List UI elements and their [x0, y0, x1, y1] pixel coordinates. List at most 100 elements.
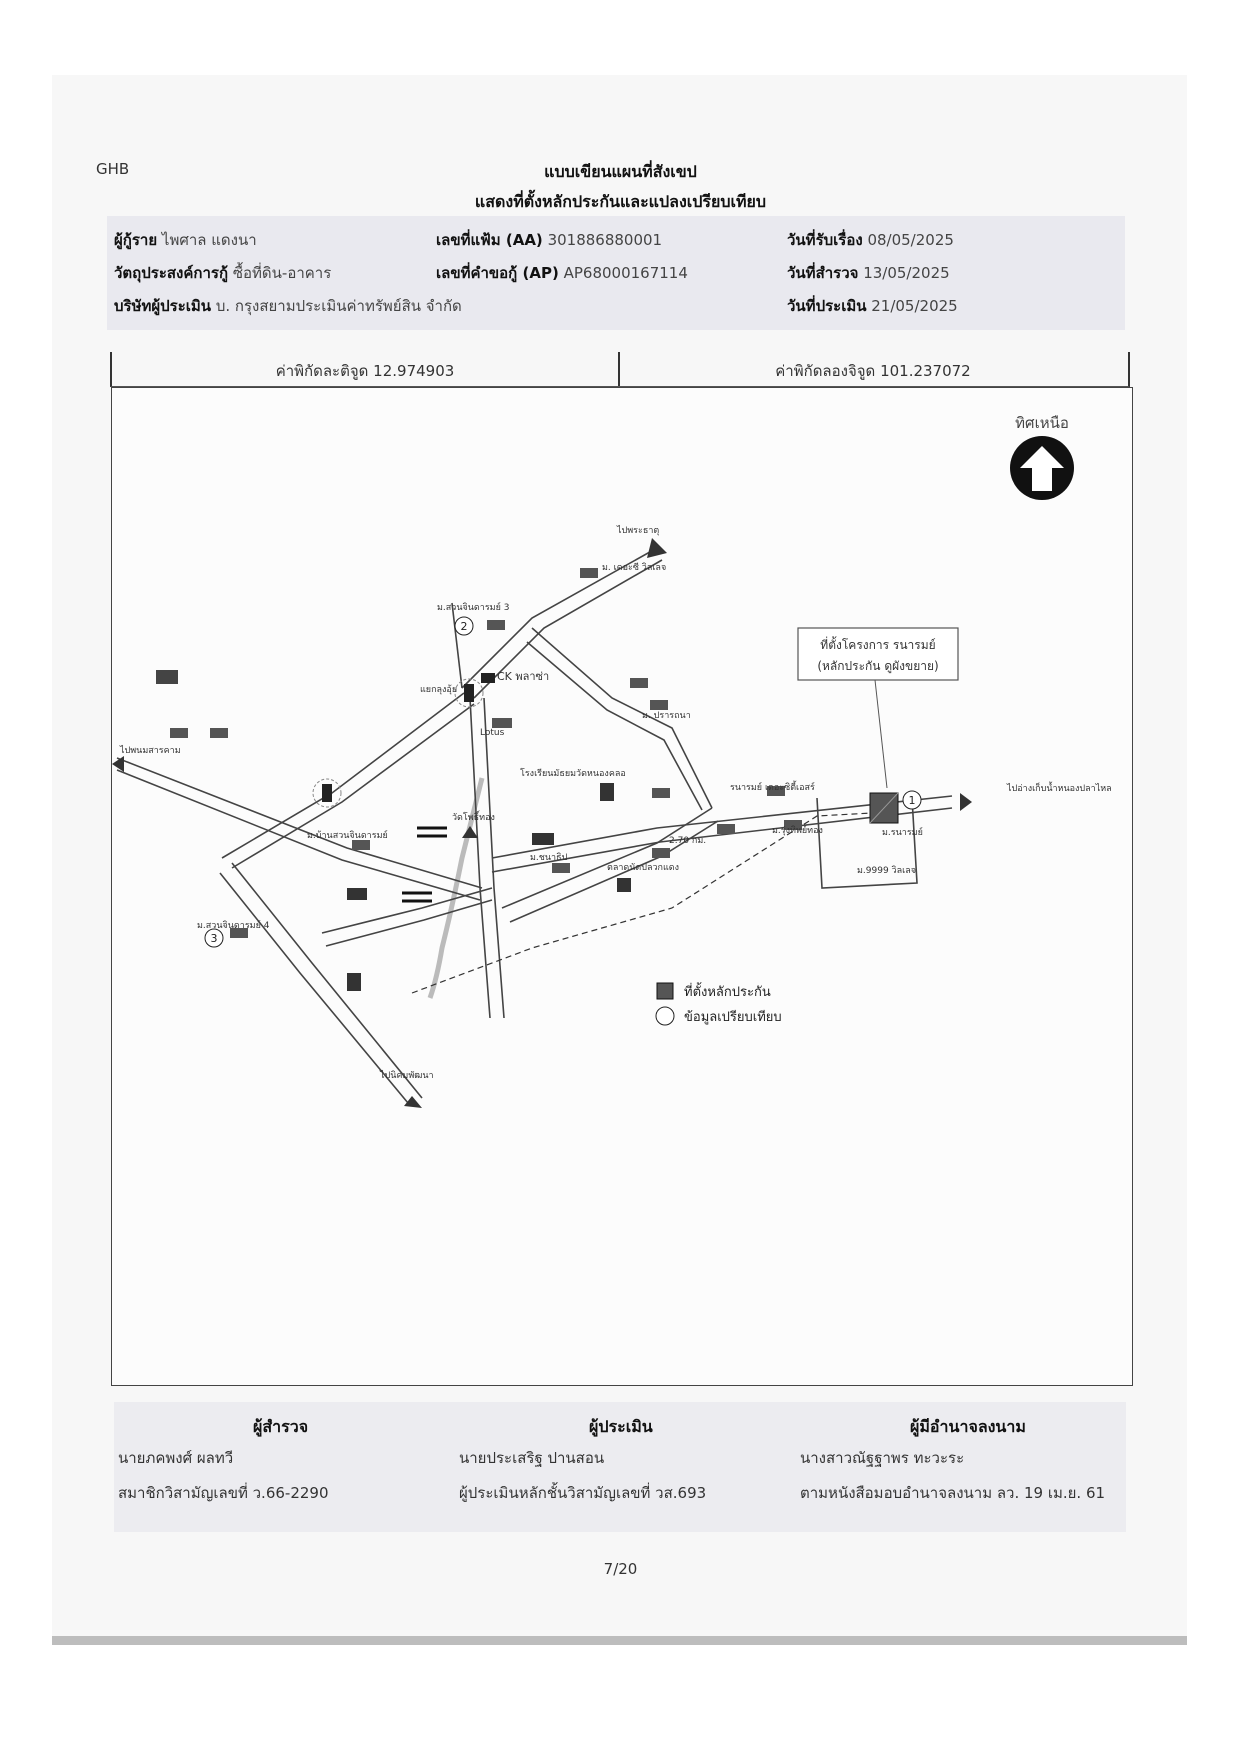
- market-label: ตลาดนัดปลวกแดง: [607, 863, 679, 873]
- borrower-value: ไพศาล แดงนา: [161, 231, 257, 249]
- appraisal-row: วันที่ประเมิน 21/05/2025: [787, 294, 958, 318]
- temple-icon: [462, 826, 478, 838]
- junction-ck: [454, 678, 484, 708]
- signer-detail: ตามหนังสือมอบอำนาจลงนาม ลว. 19 เม.ย. 61: [800, 1484, 1106, 1502]
- map-drawing: ทิศเหนือ: [112, 414, 1112, 1108]
- location-map: ทิศเหนือ: [111, 387, 1133, 1386]
- surveyor-name: นายภคพงศ์ ผลทวี: [118, 1449, 234, 1467]
- coordinate-table: ค่าพิกัดละติจูด 12.974903 ค่าพิกัดลองจิจ…: [110, 352, 1130, 387]
- collateral-caption: ม.รนารมย์: [882, 826, 923, 838]
- appraisal-label: วันที่ประเมิน: [787, 297, 867, 315]
- school-icon: [600, 783, 614, 801]
- callout-line-1: ที่ตั้งโครงการ รนารมย์: [820, 636, 935, 652]
- page-title: แบบเขียนแผนที่สังเขป: [544, 162, 697, 181]
- appraiser-detail: ผู้ประเมินหลักชั้นวิสามัญเลขที่ วส.693: [459, 1484, 707, 1502]
- legend-collateral-label: ที่ตั้งหลักประกัน: [684, 982, 771, 1000]
- comparable-marker-1: [902, 790, 922, 810]
- comparable-marker-3: [204, 928, 224, 948]
- rung-label: ม.รุ่งทิพย์ทอง: [772, 824, 823, 836]
- road-left-diagonal: [116, 757, 483, 889]
- received-label: วันที่รับเรื่อง: [787, 231, 863, 249]
- signer-name: นางสาวณัฐฐาพร ทะวะระ: [800, 1449, 965, 1467]
- m9999-label: ม.9999 วิลเลจ: [857, 865, 916, 876]
- road-vertical-ck: [469, 697, 491, 1019]
- road-upper-east: [531, 627, 713, 809]
- longitude-label: ค่าพิกัดลองจิจูด: [775, 362, 876, 380]
- longitude-cell: ค่าพิกัดลองจิจูด 101.237072: [620, 359, 1126, 383]
- arrow-to-west-icon: [112, 756, 124, 772]
- page-subtitle: แสดงที่ตั้งหลักประกันและแปลงเปรียบเทียบ: [474, 192, 767, 211]
- temple-label: วัดโพธิ์ทอง: [452, 810, 495, 823]
- request-no-label: เลขที่คำขอกู้ (AP): [436, 264, 559, 282]
- lotus-label: Lotus: [480, 728, 505, 738]
- ghb-logo-text: GHB: [96, 160, 130, 178]
- sheet-edge: [52, 1636, 1187, 1645]
- appraisal-value: 21/05/2025: [871, 297, 958, 315]
- appraiser-name: นายประเสริฐ ปานสอน: [459, 1449, 605, 1467]
- left-road-label: ไปพนมสารคาม: [119, 745, 181, 756]
- comparable-marker-1-label: 1: [909, 794, 916, 807]
- callout-line-2: (หลักประกัน ดูผังขยาย): [817, 659, 938, 674]
- request-no-value: AP68000167114: [563, 264, 688, 282]
- signature-band: [114, 1402, 1126, 1532]
- purpose-label: วัตถุประสงค์การกู้: [114, 264, 229, 282]
- house-village-label: ม. เดอะซี วิลเลจ: [602, 562, 666, 573]
- bank-icon: [347, 888, 367, 900]
- junction-label: แยกลุงอุ้ย: [420, 684, 457, 695]
- comparable-marker-3-label: 3: [211, 932, 218, 945]
- hospital-icon: [617, 878, 631, 892]
- received-value: 08/05/2025: [867, 231, 954, 249]
- ban-suan-chin-label: ม.บ้านสวนจินดารมย์: [307, 829, 388, 841]
- road-main-east: [491, 795, 953, 859]
- latitude-value: 12.974903: [373, 362, 455, 380]
- page-number: 7/20: [603, 1560, 638, 1578]
- arrow-to-north-icon: [647, 538, 667, 558]
- project-callout: [797, 627, 959, 681]
- market-icon: [532, 833, 554, 845]
- file-no-row: เลขที่แฟ้ม (AA) 301886880001: [436, 228, 662, 252]
- latitude-cell: ค่าพิกัดละติจูด 12.974903: [112, 359, 618, 383]
- survey-label: วันที่สำรวจ: [787, 264, 859, 282]
- purpose-value: ซื้อที่ดิน-อาคาร: [232, 264, 332, 282]
- arrow-to-reservoir-icon: [960, 793, 972, 811]
- route-to-project: [411, 812, 873, 994]
- factory-icon: [156, 670, 178, 684]
- survey-row: วันที่สำรวจ 13/05/2025: [787, 261, 950, 285]
- ck-plaza-label: CK พลาซ่า: [497, 670, 549, 683]
- road-south: [231, 862, 423, 1099]
- school-icon: [347, 973, 361, 991]
- ck-plaza-icon: [481, 673, 495, 683]
- surveyor-title: ผู้สำรวจ: [253, 1417, 309, 1436]
- arrow-to-south-icon: [404, 1096, 422, 1108]
- top-road-label: ไปพระธาตุ: [616, 525, 659, 536]
- signer-title: ผู้มีอำนาจลงนาม: [910, 1417, 1026, 1436]
- suan-chin-4-label: ม.สวนจินดารมย์ 4: [197, 919, 270, 931]
- chanathip-label: ม.ชนาธิป: [530, 852, 568, 863]
- company-row: บริษัทผู้ประเมิน บ. กรุงสยามประเมินค่าทร…: [114, 294, 462, 318]
- road-ck-to-top: [461, 547, 658, 689]
- traffic-light-icon: [322, 784, 332, 802]
- north-arrow-icon: [1010, 436, 1074, 500]
- longitude-value: 101.237072: [880, 362, 971, 380]
- legend-comparable-swatch: [655, 1006, 675, 1026]
- road-to-9999: [816, 797, 918, 889]
- latitude-label: ค่าพิกัดละติจูด: [275, 362, 369, 380]
- house-icons: [170, 568, 802, 938]
- file-no-value: 301886880001: [547, 231, 663, 249]
- info-band: [107, 216, 1125, 330]
- borrower-row: ผู้กู้ราย ไพศาล แดงนา: [114, 228, 257, 252]
- coordinate-divider: [618, 352, 620, 386]
- survey-value: 13/05/2025: [863, 264, 950, 282]
- reservoir-label: ไปอ่างเก็บน้ำหนองปลาไหล: [1006, 781, 1112, 794]
- north-label: ทิศเหนือ: [1015, 414, 1069, 432]
- road-sw-branch: [321, 887, 493, 934]
- request-no-row: เลขที่คำขอกู้ (AP) AP68000167114: [436, 261, 688, 285]
- appraiser-title: ผู้ประเมิน: [589, 1417, 653, 1436]
- company-value: บ. กรุงสยามประเมินค่าทรัพย์สิน จำกัด: [215, 297, 462, 315]
- maruay-label: ม. ปรารถนา: [642, 711, 691, 721]
- received-row: วันที่รับเรื่อง 08/05/2025: [787, 228, 954, 252]
- suan-chin-3-label: ม.สวนจินดารมย์ 3: [437, 601, 509, 613]
- road-up-north: [451, 602, 463, 689]
- river: [427, 777, 485, 999]
- comparable-marker-2: [454, 616, 474, 636]
